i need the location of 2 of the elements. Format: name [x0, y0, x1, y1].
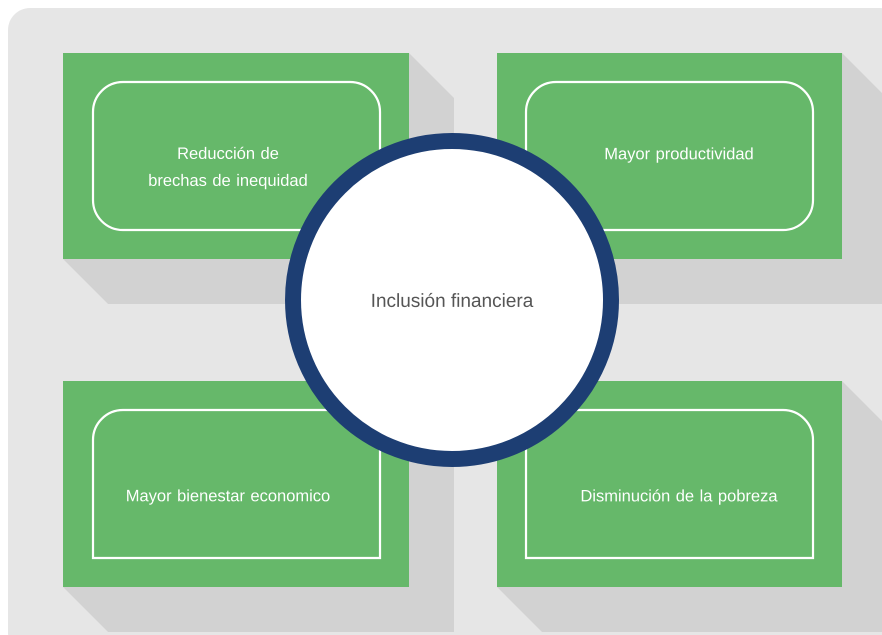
text-box: Mayor bienestar economico: [63, 381, 409, 587]
text-box: Disminución de la pobreza: [497, 381, 842, 587]
